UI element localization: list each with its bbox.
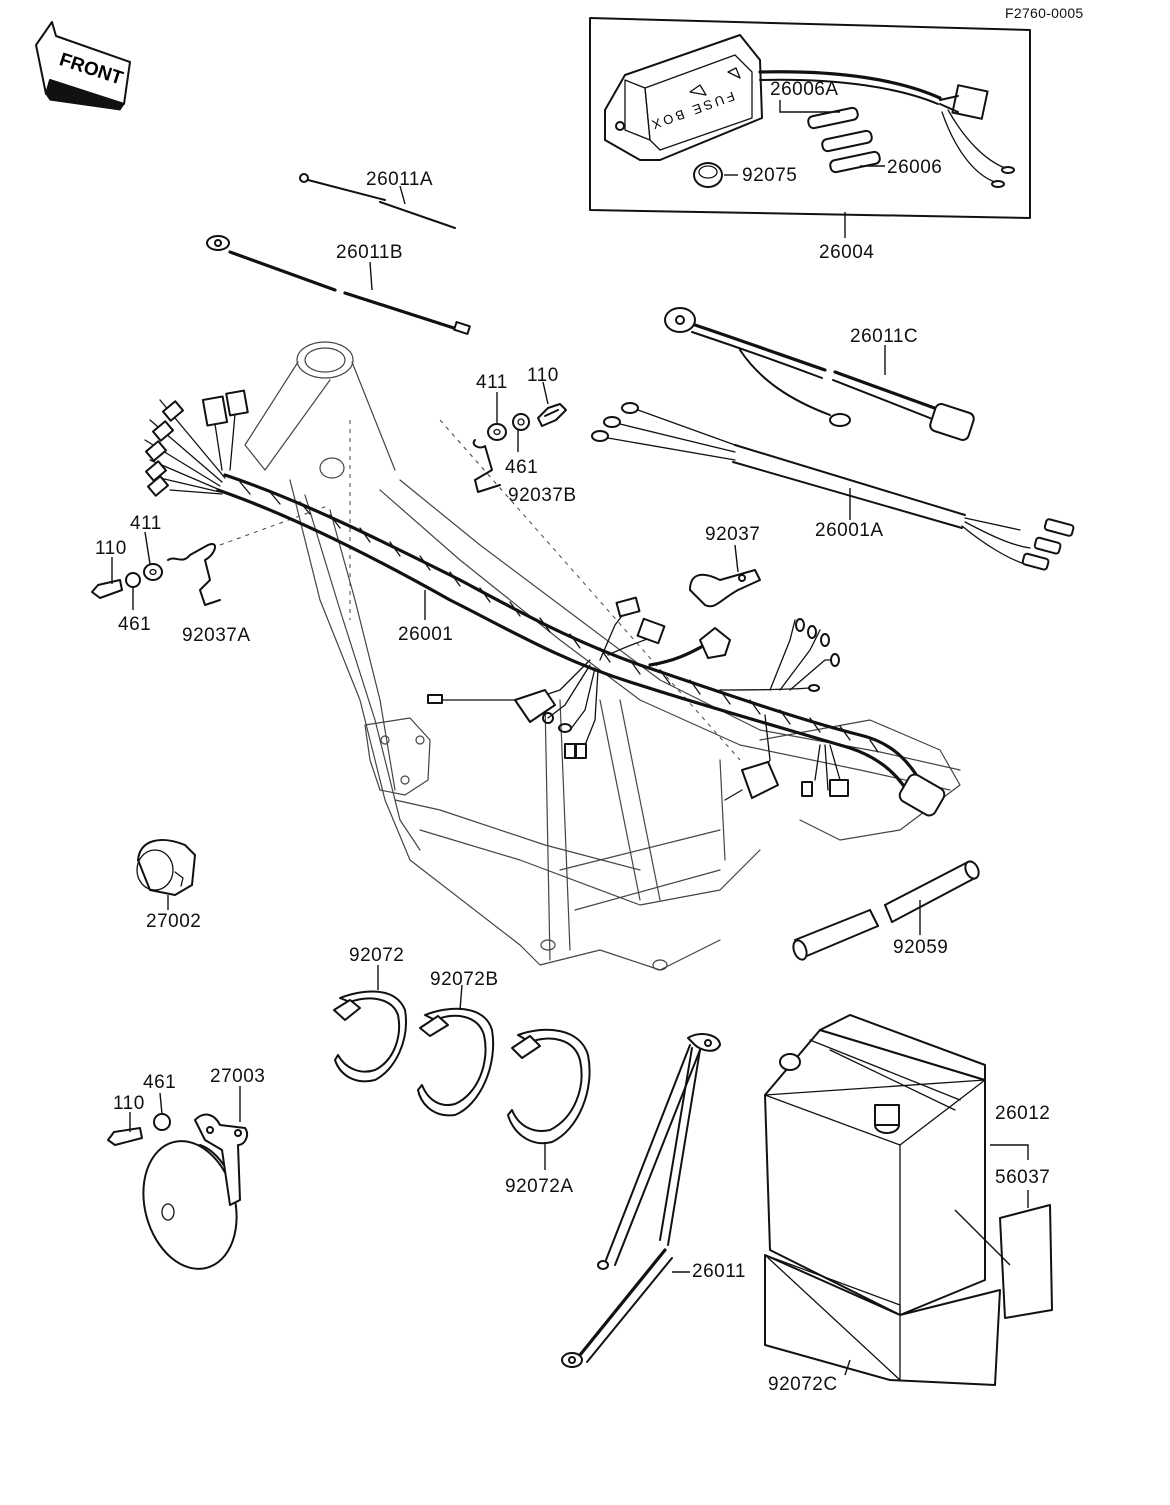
tube-92059 (792, 860, 980, 961)
label-110-horn: 110 (113, 1093, 145, 1114)
frame-outline (219, 341, 961, 971)
label-26011B: 26011B (336, 242, 404, 263)
label-92037: 92037 (705, 524, 761, 545)
label-26001A: 26001A (815, 520, 884, 541)
label-92037A: 92037A (182, 625, 251, 646)
ground-wire-26011A (299, 173, 456, 229)
label-26011A: 26011A (366, 169, 434, 190)
label-26001: 26001 (398, 624, 454, 645)
label-27003: 27003 (210, 1066, 266, 1087)
fuse-26006A (807, 106, 873, 153)
label-92072A: 92072A (505, 1176, 574, 1197)
label-92075: 92075 (742, 165, 798, 186)
main-harness-26001 (144, 389, 946, 817)
band-92072A (507, 1028, 591, 1170)
relay-27002 (136, 839, 196, 910)
grommet-92075 (693, 162, 723, 188)
front-arrow-icon: FRONT (35, 21, 131, 111)
label-92072: 92072 (349, 945, 405, 966)
battery-cable-26011C (664, 307, 975, 441)
label-27002: 27002 (146, 911, 202, 932)
label-110-top: 110 (527, 365, 559, 386)
label-92059: 92059 (893, 937, 949, 958)
clamp-hardware-top (472, 381, 567, 493)
document-code: F2760-0005 (1005, 5, 1084, 21)
label-461-top: 461 (505, 457, 539, 478)
band-92072B (417, 984, 495, 1117)
label-26006A: 26006A (770, 79, 839, 100)
label-26011: 26011 (692, 1261, 746, 1282)
label-26004: 26004 (819, 242, 875, 263)
label-26006: 26006 (887, 157, 943, 178)
sub-harness-26001A (591, 402, 1075, 571)
label-56037: 56037 (995, 1167, 1051, 1188)
horn-27003 (107, 1086, 248, 1270)
label-92037B: 92037B (508, 485, 577, 506)
label-461-horn: 461 (143, 1072, 177, 1093)
fuse-26006 (829, 150, 881, 174)
ground-wire-26011B (206, 235, 471, 335)
label-26011C: 26011C (850, 326, 919, 347)
label-92072C: 92072C (768, 1374, 838, 1395)
clamp-92037 (689, 544, 761, 608)
band-92072 (333, 965, 407, 1083)
battery-case-92072C (764, 1254, 1001, 1386)
clamp-hardware-left (91, 531, 221, 610)
battery-cable-26011 (561, 1033, 721, 1368)
label-461-left: 461 (118, 614, 152, 635)
label-411-left: 411 (130, 513, 162, 534)
battery-26012 (764, 1014, 1053, 1319)
label-110-left: 110 (95, 538, 127, 559)
label-92072B: 92072B (430, 969, 499, 990)
label-411-top: 411 (476, 372, 508, 393)
fuse-box-assembly: FUSE BOX (589, 17, 1031, 238)
label-26012: 26012 (995, 1103, 1051, 1124)
